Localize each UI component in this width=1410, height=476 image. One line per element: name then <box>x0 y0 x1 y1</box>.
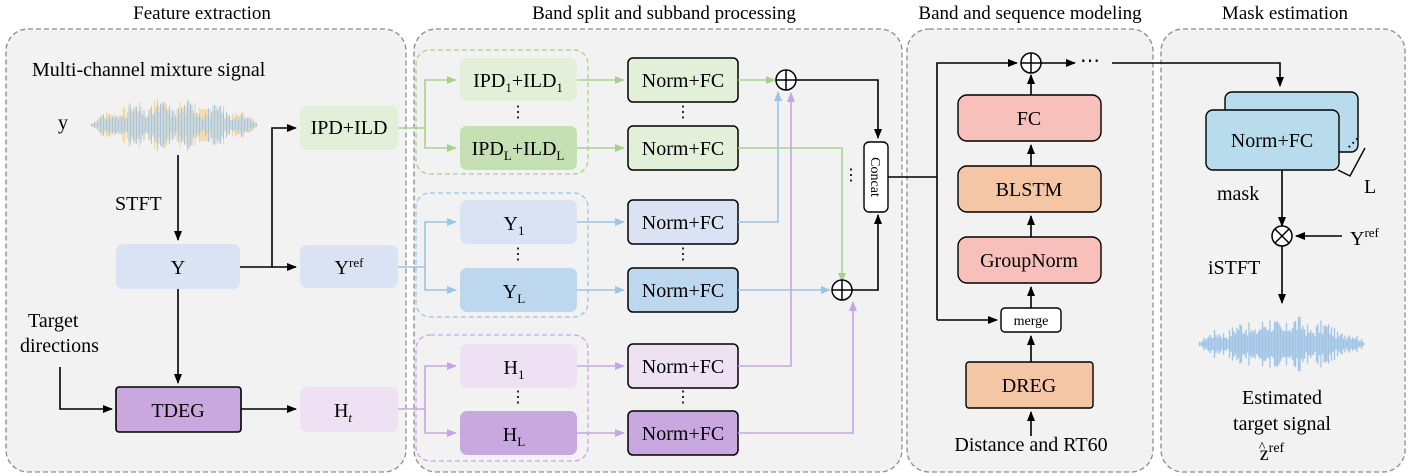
ht-box-label: Ht <box>334 400 352 425</box>
groupnorm-box <box>957 236 1102 284</box>
dreg-box-label: DREG <box>1002 375 1056 397</box>
fc-box-label: FC <box>1017 108 1041 130</box>
input-waveform <box>90 98 258 152</box>
estimated-label-2: target signal <box>1233 413 1331 435</box>
yref-mask-label: Yref <box>1350 225 1380 250</box>
estimated-label-1: Estimated <box>1242 387 1322 409</box>
y-L-label: YL <box>503 281 525 306</box>
ipd-ild-1-box <box>460 58 577 101</box>
svg-text:⋮: ⋮ <box>675 246 691 263</box>
dreg-box <box>965 361 1094 409</box>
ht-box <box>300 387 398 432</box>
Y-box <box>116 244 240 289</box>
h-L-box <box>460 411 577 455</box>
ipd-ild-1-label: IPD1+ILD1 <box>473 70 563 95</box>
distance-rt60-label: Distance and RT60 <box>954 434 1107 456</box>
section-title-seq: Band and sequence modeling <box>918 3 1142 24</box>
ipd-ild-L-box <box>460 126 577 170</box>
mask-label: mask <box>1217 183 1259 205</box>
svg-text:^: ^ <box>1259 440 1266 455</box>
norm-fc-ipd-1-label: Norm+FC <box>642 70 724 92</box>
yref-box-label: Yref <box>335 255 365 279</box>
section-title-band: Band split and subband processing <box>532 3 796 24</box>
blstm-box-label: BLSTM <box>996 179 1063 201</box>
svg-text:⋮: ⋮ <box>675 389 691 406</box>
ipd-ild-box <box>300 105 398 150</box>
svg-text:⋯: ⋯ <box>1080 50 1100 72</box>
stft-label: STFT <box>115 193 162 215</box>
ipd-ild-box-label: IPD+ILD <box>311 117 388 139</box>
ipd-group-outline <box>415 49 589 175</box>
y-group-outline <box>415 192 589 318</box>
y-1-box <box>460 200 577 244</box>
norm-fc-h-1-label: Norm+FC <box>642 356 724 378</box>
istft-label: iSTFT <box>1208 257 1260 279</box>
yref-box <box>300 245 398 288</box>
norm-fc-mask-box <box>1205 109 1340 171</box>
zref-label: zref <box>1260 441 1285 465</box>
norm-fc-mask-label: Norm+FC <box>1231 130 1313 152</box>
section-title-feature: Feature extraction <box>133 3 271 24</box>
output-waveform <box>1198 316 1366 372</box>
h-1-box <box>460 344 577 388</box>
svg-text:⋮: ⋮ <box>510 104 526 121</box>
l-label: L <box>1364 176 1376 198</box>
fc-box <box>957 94 1102 142</box>
norm-fc-y-1-label: Norm+FC <box>642 212 724 234</box>
h-1-label: H1 <box>504 357 525 382</box>
concat-label: Concat <box>867 157 882 197</box>
target-directions-label-2: directions <box>20 335 99 357</box>
svg-text:⋮: ⋮ <box>843 167 859 184</box>
y-label: y <box>58 112 68 134</box>
y-L-box <box>460 268 577 312</box>
svg-text:⋮: ⋮ <box>510 246 526 263</box>
h-group-outline <box>415 334 589 462</box>
blstm-box <box>957 165 1102 213</box>
norm-fc-ipd-L-label: Norm+FC <box>642 138 724 160</box>
Y-box-label: Y <box>171 257 185 279</box>
svg-text:⋮: ⋮ <box>510 389 526 406</box>
svg-text:⋮: ⋮ <box>675 104 691 121</box>
input-signal-label: Multi-channel mixture signal <box>32 59 266 81</box>
tdeg-box-label: TDEG <box>151 400 204 422</box>
h-L-label: HL <box>503 424 525 449</box>
y-1-label: Y1 <box>504 213 525 238</box>
merge-box-label: merge <box>1014 314 1049 329</box>
groupnorm-box-label: GroupNorm <box>980 250 1078 272</box>
target-directions-label-1: Target <box>28 310 79 332</box>
ipd-ild-L-label: IPDL+ILDL <box>472 138 565 163</box>
section-title-mask: Mask estimation <box>1222 3 1349 24</box>
norm-fc-y-L-label: Norm+FC <box>642 280 724 302</box>
norm-fc-h-L-label: Norm+FC <box>642 423 724 445</box>
